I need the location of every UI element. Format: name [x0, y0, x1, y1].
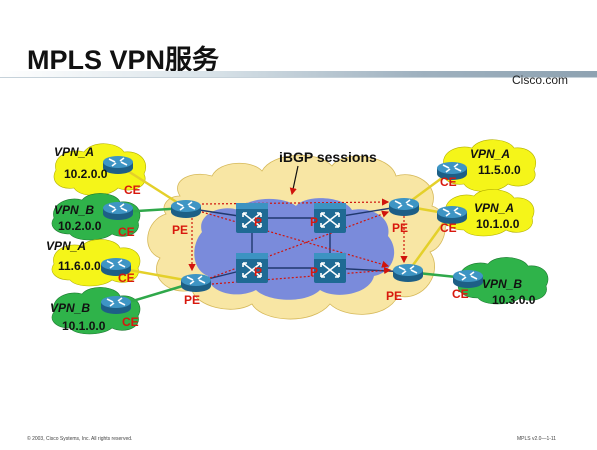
- site-vpn-a-10-1: [444, 189, 535, 237]
- p-router-2: [313, 202, 347, 234]
- title-rule: [0, 77, 597, 78]
- site-3-vpn: VPN_A: [46, 239, 86, 253]
- ce-label-3: CE: [118, 271, 135, 285]
- pe-label-3: PE: [392, 221, 408, 235]
- pe-label-4: PE: [386, 289, 402, 303]
- site-4-vpn: VPN_B: [50, 301, 90, 315]
- ce-label-2: CE: [118, 225, 135, 239]
- site-6-prefix: 10.1.0.0: [476, 217, 520, 231]
- p-router-1: [235, 202, 269, 234]
- site-1-prefix: 10.2.0.0: [64, 167, 108, 181]
- ce-label-7: CE: [452, 287, 469, 301]
- title-bar: [0, 71, 597, 77]
- site-7-vpn: VPN_B: [482, 277, 522, 291]
- brand-label: Cisco.com: [512, 73, 569, 87]
- site-7-prefix: 10.3.0.0: [492, 293, 536, 307]
- ce-label-6: CE: [440, 221, 457, 235]
- pe-label-2: PE: [184, 293, 200, 307]
- site-vpn-a-11-5: [442, 139, 536, 192]
- ce-router-1: [102, 155, 134, 175]
- footer-slide-number: MPLS v2.0—1-11: [517, 436, 557, 442]
- pe-router-right-top: [388, 197, 420, 217]
- ce-label-4: CE: [122, 315, 139, 329]
- site-5-prefix: 11.5.0.0: [478, 163, 521, 177]
- ce-label-5: CE: [440, 175, 457, 189]
- site-5-vpn: VPN_A: [470, 147, 510, 161]
- pe-router-right-bottom: [392, 263, 424, 283]
- site-3-prefix: 11.6.0.0: [58, 259, 101, 273]
- footer-copyright: © 2003, Cisco Systems, Inc. All rights r…: [27, 436, 133, 442]
- site-1-vpn: VPN_A: [54, 145, 94, 159]
- ce-label-1: CE: [124, 183, 141, 197]
- ce-router-7: [452, 269, 484, 289]
- ibgp-label: iBGP sessions: [279, 149, 377, 165]
- p-label-4: P: [310, 265, 318, 279]
- pe-router-left-bottom: [180, 273, 212, 293]
- p-router-3: [235, 252, 269, 284]
- p-label-2: P: [310, 215, 318, 229]
- ibgp-label-pointer: [289, 165, 299, 196]
- p-router-4: [313, 252, 347, 284]
- p-label-3: P: [254, 265, 262, 279]
- slide-title: MPLS VPN服务: [27, 45, 220, 75]
- ce-router-4: [100, 295, 132, 315]
- ce-router-2: [102, 201, 134, 221]
- p-label-1: P: [254, 215, 262, 229]
- site-4-prefix: 10.1.0.0: [62, 319, 106, 333]
- site-2-prefix: 10.2.0.0: [58, 219, 102, 233]
- pe-label-1: PE: [172, 223, 188, 237]
- site-vpn-b-10-3: [458, 257, 549, 305]
- site-2-vpn: VPN_B: [54, 203, 94, 217]
- pe-router-left-top: [170, 199, 202, 219]
- site-6-vpn: VPN_A: [474, 201, 514, 215]
